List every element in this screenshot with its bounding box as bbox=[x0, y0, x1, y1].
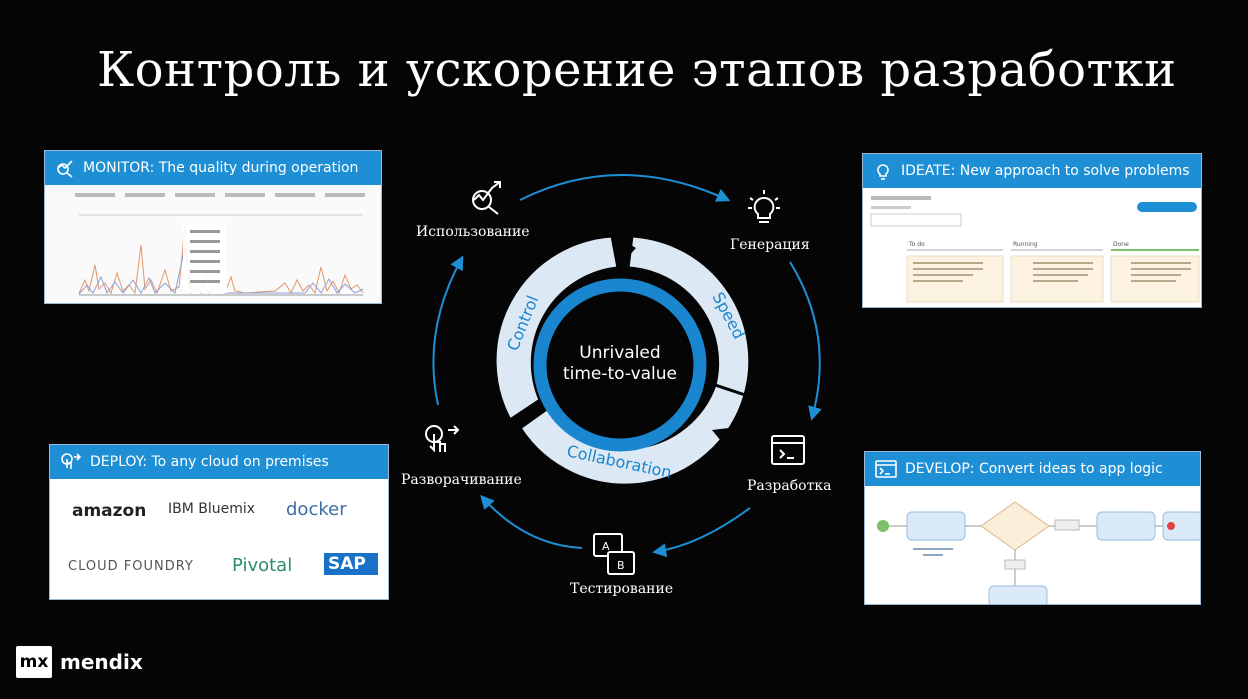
svg-text:B: B bbox=[617, 559, 625, 572]
vendor-pivotal: Pivotal bbox=[232, 555, 293, 576]
monitor-chart-icon bbox=[57, 160, 73, 178]
tap-icon bbox=[61, 453, 82, 469]
mendix-logo: mx mendix bbox=[16, 646, 143, 678]
center-caption: Unrivaled time-to-value bbox=[540, 343, 700, 385]
ab-test-icon: A B bbox=[593, 533, 635, 575]
vendor-ibm-bluemix: IBM Bluemix bbox=[168, 501, 256, 517]
page-title: Контроль и ускорение этапов разработки bbox=[97, 42, 1177, 98]
develop-flow-thumbnail bbox=[865, 486, 1200, 604]
vendor-amazon: amazon bbox=[72, 501, 147, 521]
stage-label-development: Разработка bbox=[747, 478, 832, 494]
vendor-docker: docker bbox=[286, 499, 347, 520]
chart-trend-icon bbox=[472, 181, 501, 215]
develop-panel: DEVELOP: Convert ideas to app logic bbox=[864, 451, 1201, 605]
lightbulb-icon bbox=[748, 190, 780, 223]
ideate-board-thumbnail: To do Running Done bbox=[863, 188, 1201, 307]
inner-ring bbox=[533, 278, 707, 452]
ideate-panel-header: IDEATE: New approach to solve problems bbox=[863, 154, 1201, 188]
monitor-panel-header: MONITOR: The quality during operation bbox=[45, 151, 381, 185]
ideate-panel: IDEATE: New approach to solve problems T… bbox=[862, 153, 1202, 308]
deploy-panel-title: DEPLOY: To any cloud on premises bbox=[90, 454, 329, 470]
stage-label-usage: Использование bbox=[416, 224, 530, 240]
vendor-sap: SAP bbox=[324, 553, 378, 575]
ring-segments bbox=[493, 234, 752, 487]
tap-icon bbox=[425, 425, 460, 453]
develop-panel-title: DEVELOP: Convert ideas to app logic bbox=[905, 461, 1163, 477]
arrow-testing-to-deployment bbox=[480, 494, 583, 549]
monitor-panel-title: MONITOR: The quality during operation bbox=[83, 160, 359, 176]
monitor-chart-thumbnail bbox=[45, 185, 381, 303]
stage-label-generation: Генерация bbox=[730, 237, 810, 253]
arrow-generation-to-development bbox=[789, 261, 822, 421]
stage-label-testing: Тестирование bbox=[570, 581, 674, 597]
deploy-panel-header: DEPLOY: To any cloud on premises bbox=[50, 445, 388, 479]
terminal-icon bbox=[771, 435, 805, 465]
mendix-mark: mx bbox=[16, 646, 52, 678]
monitor-panel: MONITOR: The quality during operation bbox=[44, 150, 382, 304]
vendor-cloud-foundry: CLOUD FOUNDRY bbox=[68, 559, 194, 574]
arrow-deployment-to-usage bbox=[432, 255, 464, 406]
mendix-wordmark: mendix bbox=[60, 650, 143, 674]
arrow-development-to-testing bbox=[652, 507, 751, 558]
svg-text:A: A bbox=[602, 540, 610, 553]
stage-label-deployment: Разворачивание bbox=[401, 472, 522, 488]
deploy-panel: DEPLOY: To any cloud on premises amazon … bbox=[49, 444, 389, 600]
arrow-usage-to-generation bbox=[519, 174, 731, 202]
center-line-2: time-to-value bbox=[562, 364, 678, 384]
ideate-column-running: Running bbox=[1013, 241, 1038, 248]
develop-panel-header: DEVELOP: Convert ideas to app logic bbox=[865, 452, 1200, 486]
ideate-column-todo: To do bbox=[908, 241, 925, 248]
terminal-icon bbox=[875, 460, 897, 478]
ideate-panel-title: IDEATE: New approach to solve problems bbox=[901, 163, 1190, 179]
ideate-column-done: Done bbox=[1113, 241, 1129, 248]
lightbulb-icon bbox=[877, 164, 889, 180]
center-line-1: Unrivaled bbox=[579, 343, 661, 363]
